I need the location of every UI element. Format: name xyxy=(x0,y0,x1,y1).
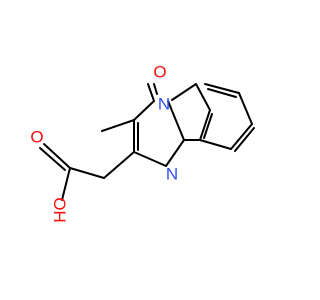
atom-label-ring-n: N xyxy=(158,95,170,114)
bond xyxy=(165,139,185,167)
atom-label-carboxyl-o: O xyxy=(30,128,43,147)
bond-carbonyl-1 xyxy=(147,83,155,102)
bond-carboxyl-o-1 xyxy=(43,143,71,169)
bond xyxy=(195,83,211,111)
bond xyxy=(207,88,237,98)
bond-carbonyl-2 xyxy=(153,83,158,95)
bond xyxy=(234,127,255,152)
bonds xyxy=(39,83,255,201)
bond xyxy=(133,151,167,167)
bond xyxy=(199,109,211,141)
bond xyxy=(69,167,105,179)
bond-carboxyl-oh xyxy=(61,167,71,201)
atom-labels: O N N O HO xyxy=(30,63,178,223)
bond xyxy=(203,113,213,139)
bond xyxy=(103,151,135,179)
molecule-structure: O N N O HO xyxy=(30,63,255,223)
bond xyxy=(230,123,253,150)
bond xyxy=(133,100,155,121)
bond xyxy=(101,119,135,132)
bond xyxy=(204,83,240,94)
bond xyxy=(238,92,253,125)
atom-label-carboxyl-oh: HO xyxy=(51,197,70,223)
atom-label-quinoline-n: N xyxy=(166,165,178,184)
atom-label-carbonyl-o: O xyxy=(153,63,166,82)
bond xyxy=(167,100,185,141)
bond xyxy=(171,83,197,101)
bond xyxy=(199,139,232,150)
bond-carboxyl-o-2 xyxy=(39,147,66,171)
